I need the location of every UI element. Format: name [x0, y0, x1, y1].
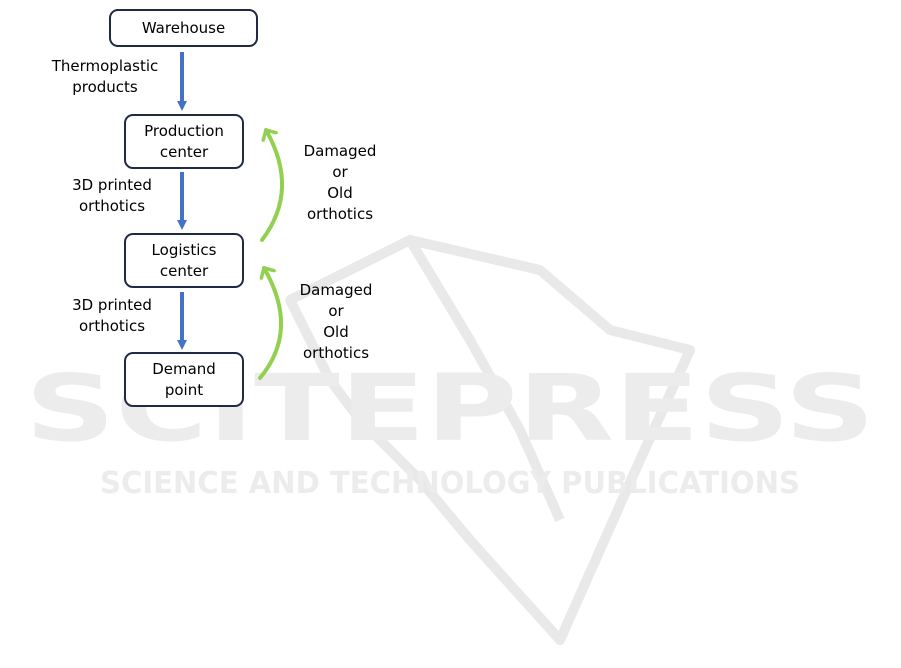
node-warehouse: Warehouse	[109, 9, 258, 47]
node-warehouse-label: Warehouse	[142, 18, 225, 39]
label-damaged-or-old-orthotics-1: Damaged or Old orthotics	[290, 141, 390, 225]
label-3d-printed-orthotics-1: 3D printed orthotics	[52, 175, 172, 217]
node-logistics-center: Logistics center	[124, 233, 244, 288]
label-thermoplastic-products: Thermoplastic products	[40, 56, 170, 98]
node-demand-point: Demand point	[124, 352, 244, 407]
arrow-demand-return-to-logistics	[260, 268, 281, 378]
node-production-center: Production center	[124, 114, 244, 169]
node-logistics-center-label: Logistics center	[152, 240, 217, 282]
node-production-center-label: Production center	[144, 121, 224, 163]
label-3d-printed-orthotics-2: 3D printed orthotics	[52, 295, 172, 337]
node-demand-point-label: Demand point	[152, 359, 216, 401]
label-damaged-or-old-orthotics-2: Damaged or Old orthotics	[286, 280, 386, 364]
arrow-logistics-return-to-production	[262, 130, 282, 240]
